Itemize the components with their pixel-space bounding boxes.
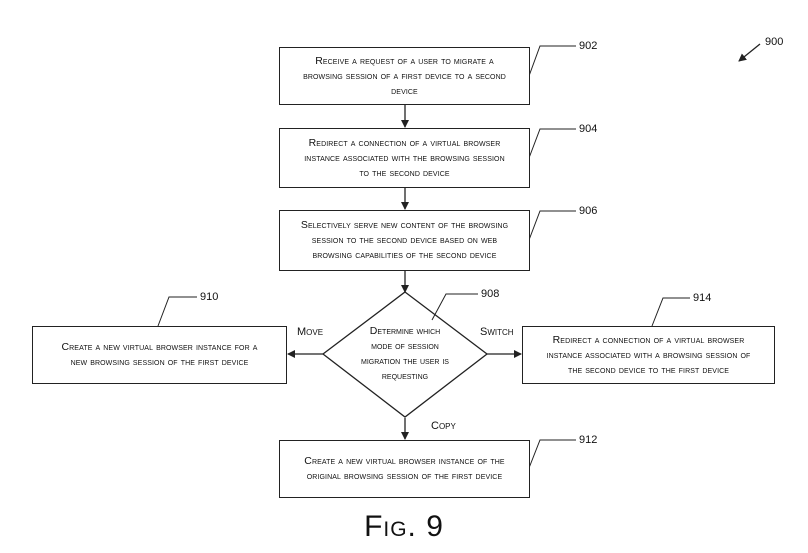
- leader-912: [528, 439, 576, 469]
- ref-908: 908: [481, 288, 500, 300]
- step-902-line: device: [391, 84, 418, 97]
- step-914-box: Redirect a connection of a virtual brows…: [522, 326, 775, 384]
- leader-910: [157, 296, 197, 327]
- step-910-box: Create a new virtual browser instance fo…: [32, 326, 287, 384]
- edge-label-copy: Copy: [431, 420, 456, 432]
- decision-diamond-908: [321, 291, 489, 418]
- leader-908: [431, 293, 478, 321]
- edge-label-move: Move: [297, 326, 324, 338]
- decision-908-text: Determine which mode of session migratio…: [350, 324, 460, 384]
- decision-908-line: mode of session: [371, 340, 439, 352]
- figure-caption: Fig. 9: [0, 510, 808, 544]
- step-912-line: original browsing session of the first d…: [306, 470, 503, 482]
- ref-904: 904: [579, 123, 598, 135]
- decision-908-line: requesting: [381, 370, 429, 382]
- step-906-line: Selectively serve new content of the bro…: [300, 219, 509, 231]
- step-906-line: session to the second device based on we…: [311, 234, 498, 246]
- leader-902: [528, 45, 576, 77]
- ref-910: 910: [200, 291, 219, 303]
- step-914-line: Redirect a connection of a virtual brows…: [552, 333, 745, 346]
- decision-908-line: Determine which: [369, 325, 441, 337]
- figure-caption-number: 9: [426, 510, 444, 543]
- step-904-line: Redirect a connection of a virtual brows…: [308, 136, 501, 149]
- arrow-900: [738, 43, 761, 62]
- step-910-line: Create a new virtual browser instance fo…: [61, 341, 258, 353]
- step-910-line: new browsing session of the first device: [70, 356, 249, 368]
- decision-908-line: migration the user is: [361, 355, 449, 367]
- ref-914: 914: [693, 292, 712, 304]
- ref-912: 912: [579, 434, 598, 446]
- step-906-line: browsing capabilities of the second devi…: [312, 249, 497, 261]
- step-902-line: Receive a request of a user to migrate a: [315, 54, 494, 67]
- edge-label-switch: Switch: [480, 326, 514, 338]
- step-904-box: Redirect a connection of a virtual brows…: [279, 128, 530, 188]
- step-902-line: browsing session of a first device to a …: [303, 69, 506, 82]
- ref-906: 906: [579, 205, 598, 217]
- step-914-line: instance associated with a browsing sess…: [546, 348, 751, 361]
- step-904-line: instance associated with the browsing se…: [304, 151, 505, 164]
- leader-914: [651, 297, 690, 327]
- step-904-line: to the second device: [359, 166, 450, 179]
- step-914-line: the second device to the first device: [567, 363, 730, 376]
- ref-902: 902: [579, 40, 598, 52]
- ref-900: 900: [765, 36, 784, 48]
- step-906-box: Selectively serve new content of the bro…: [279, 210, 530, 271]
- figure-caption-prefix: Fig.: [364, 510, 417, 543]
- leader-904: [528, 128, 576, 159]
- step-912-line: Create a new virtual browser instance of…: [304, 455, 505, 467]
- step-902-box: Receive a request of a user to migrate a…: [279, 47, 530, 105]
- leader-906: [528, 210, 576, 241]
- step-912-box: Create a new virtual browser instance of…: [279, 440, 530, 498]
